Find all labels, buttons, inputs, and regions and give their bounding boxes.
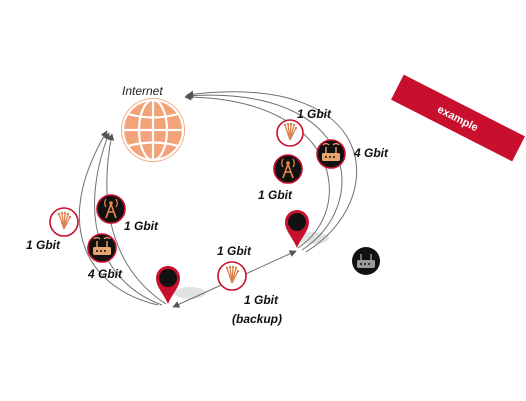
router-icon (352, 247, 380, 275)
example-banner: example (391, 74, 525, 162)
link-label-right-fiber: 1 Gbit (297, 107, 332, 121)
location-pin-icon (285, 210, 309, 248)
arrow-left-site-router (106, 133, 167, 305)
link-label-left-radio: 1 Gbit (124, 219, 159, 233)
globe-icon (121, 98, 185, 162)
link-label-left-router: 4 Gbit (87, 267, 123, 281)
link-label-backup-speed: 1 Gbit (244, 293, 279, 307)
internet-label: Internet (122, 84, 163, 98)
link-label-mid-fiber: 1 Gbit (217, 244, 252, 258)
arrow-left-site-fiber (78, 130, 159, 306)
link-label-right-radio: 1 Gbit (258, 188, 293, 202)
arrow-right-site-router (186, 90, 358, 253)
pin-shadow-left (174, 287, 206, 299)
router-icon (87, 233, 117, 263)
fiber-optic-icon (217, 261, 247, 291)
link-label-right-router: 4 Gbit (353, 146, 389, 160)
link-label-left-fiber: 1 Gbit (26, 238, 61, 252)
radio-tower-icon (96, 194, 126, 224)
router-icon (316, 139, 346, 169)
fiber-optic-icon (49, 207, 79, 237)
link-label-backup-tag: (backup) (232, 312, 282, 326)
radio-tower-icon (273, 154, 303, 184)
fiber-optic-icon (276, 119, 304, 147)
location-pin-icon (156, 266, 180, 304)
